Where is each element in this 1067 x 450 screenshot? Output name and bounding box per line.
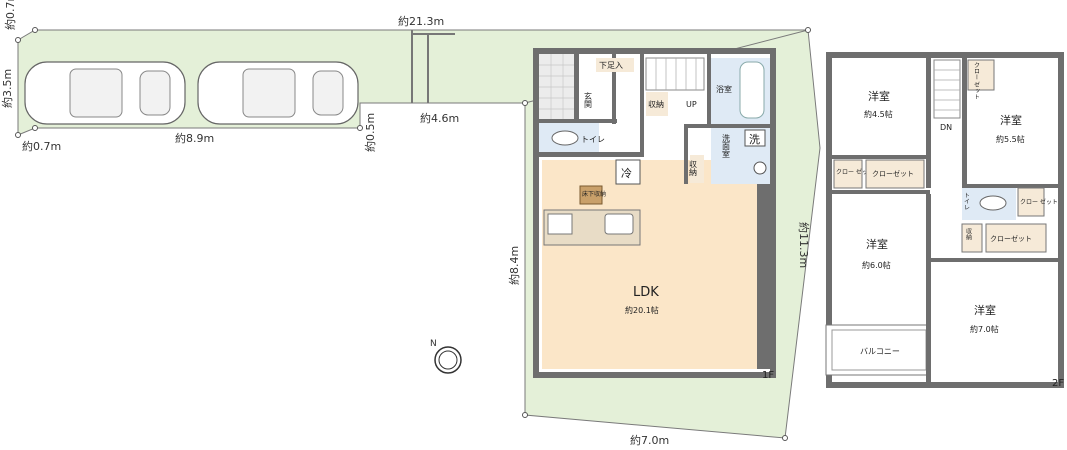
closet-se-label: クローゼット bbox=[990, 234, 1032, 243]
room-nw-label: 洋室 bbox=[868, 89, 890, 103]
storage-1f bbox=[646, 92, 668, 116]
stairs-up-label: UP bbox=[686, 100, 697, 109]
room-ne-size: 約5.5帖 bbox=[996, 134, 1025, 144]
storage-2f-label: 収納 bbox=[965, 228, 972, 241]
entrance-label: 玄関 bbox=[584, 91, 593, 109]
dim-parking-length: 約8.9m bbox=[175, 131, 214, 145]
room-se-size: 約7.0帖 bbox=[970, 324, 999, 334]
floor-storage-label: 床下収納 bbox=[582, 190, 606, 198]
balcony bbox=[831, 329, 927, 371]
storage-2f bbox=[961, 223, 983, 253]
stairs-1f: UP bbox=[645, 57, 705, 109]
room-se-label: 洋室 bbox=[974, 303, 996, 317]
compass-north-label: N bbox=[430, 339, 437, 349]
dim-left-top: 約0.7m bbox=[3, 0, 17, 30]
floor-storage bbox=[579, 185, 603, 205]
closet-top bbox=[967, 59, 995, 91]
compass-icon: N bbox=[430, 339, 462, 374]
closet-nw-label: クロー ゼット bbox=[836, 168, 874, 176]
floor-2-label: 2F bbox=[1052, 378, 1064, 389]
stairs-dn-label: DN bbox=[940, 123, 952, 132]
balcony-label: バルコニー bbox=[860, 347, 900, 356]
car-icon bbox=[24, 61, 186, 125]
room-w-label: 洋室 bbox=[866, 237, 888, 251]
toilet-1f-label: トイレ bbox=[581, 135, 605, 144]
shoe-storage-label: 下足入 bbox=[599, 61, 623, 70]
dim-west-height: 約8.4m bbox=[507, 246, 521, 285]
dim-parking-step: 約0.5m bbox=[363, 113, 377, 152]
dim-left-height: 約3.5m bbox=[0, 69, 14, 108]
washer-label: 洗 bbox=[749, 133, 760, 146]
floor-1: 玄関 下足入 収納 UP 浴室 洗面室 洗 収納 トイレ 冷 bbox=[533, 48, 776, 381]
linen-storage-label: 収納 bbox=[689, 159, 698, 177]
shoe-storage bbox=[596, 58, 634, 72]
closet-mid-label: クローゼット bbox=[872, 169, 914, 178]
closet-mid bbox=[865, 159, 925, 189]
room-w-size: 約6.0帖 bbox=[862, 260, 891, 270]
stairs-2f: DN bbox=[933, 59, 961, 132]
dim-left-bottom: 約0.7m bbox=[22, 139, 61, 153]
bath-label: 浴室 bbox=[716, 84, 732, 94]
ldk-room bbox=[542, 160, 757, 369]
fridge-label: 冷 bbox=[621, 167, 632, 180]
storage-1f-label: 収納 bbox=[648, 99, 664, 109]
closet-nw bbox=[833, 159, 863, 189]
floor-1-label: 1F bbox=[762, 370, 774, 381]
ldk-size-label: 約20.1帖 bbox=[625, 305, 659, 315]
floor-2: バルコニー 洋室 約4.5帖 洋室 約5.5帖 洋室 約6.0帖 洋室 約7.0… bbox=[825, 52, 1064, 389]
dim-east-height: 約11.3m bbox=[797, 222, 811, 268]
dim-top-width: 約21.3m bbox=[398, 14, 444, 28]
closet-right-label: クロー ゼット bbox=[1020, 198, 1058, 206]
closet-top-label: クロー ゼット bbox=[973, 62, 980, 100]
car-icon bbox=[197, 61, 359, 125]
dim-notch-width: 約4.6m bbox=[420, 111, 459, 125]
toilet-2f-label: トイレ bbox=[963, 192, 970, 210]
room-ne-label: 洋室 bbox=[1000, 113, 1022, 127]
closet-right bbox=[1017, 187, 1045, 217]
room-nw-size: 約4.5帖 bbox=[864, 109, 893, 119]
dim-bottom-width: 約7.0m bbox=[630, 433, 669, 447]
closet-se bbox=[985, 223, 1047, 253]
ldk-label: LDK bbox=[633, 285, 659, 300]
washroom-label: 洗面室 bbox=[722, 133, 731, 158]
entrance-tiles bbox=[539, 54, 574, 119]
linen-storage bbox=[690, 155, 704, 183]
